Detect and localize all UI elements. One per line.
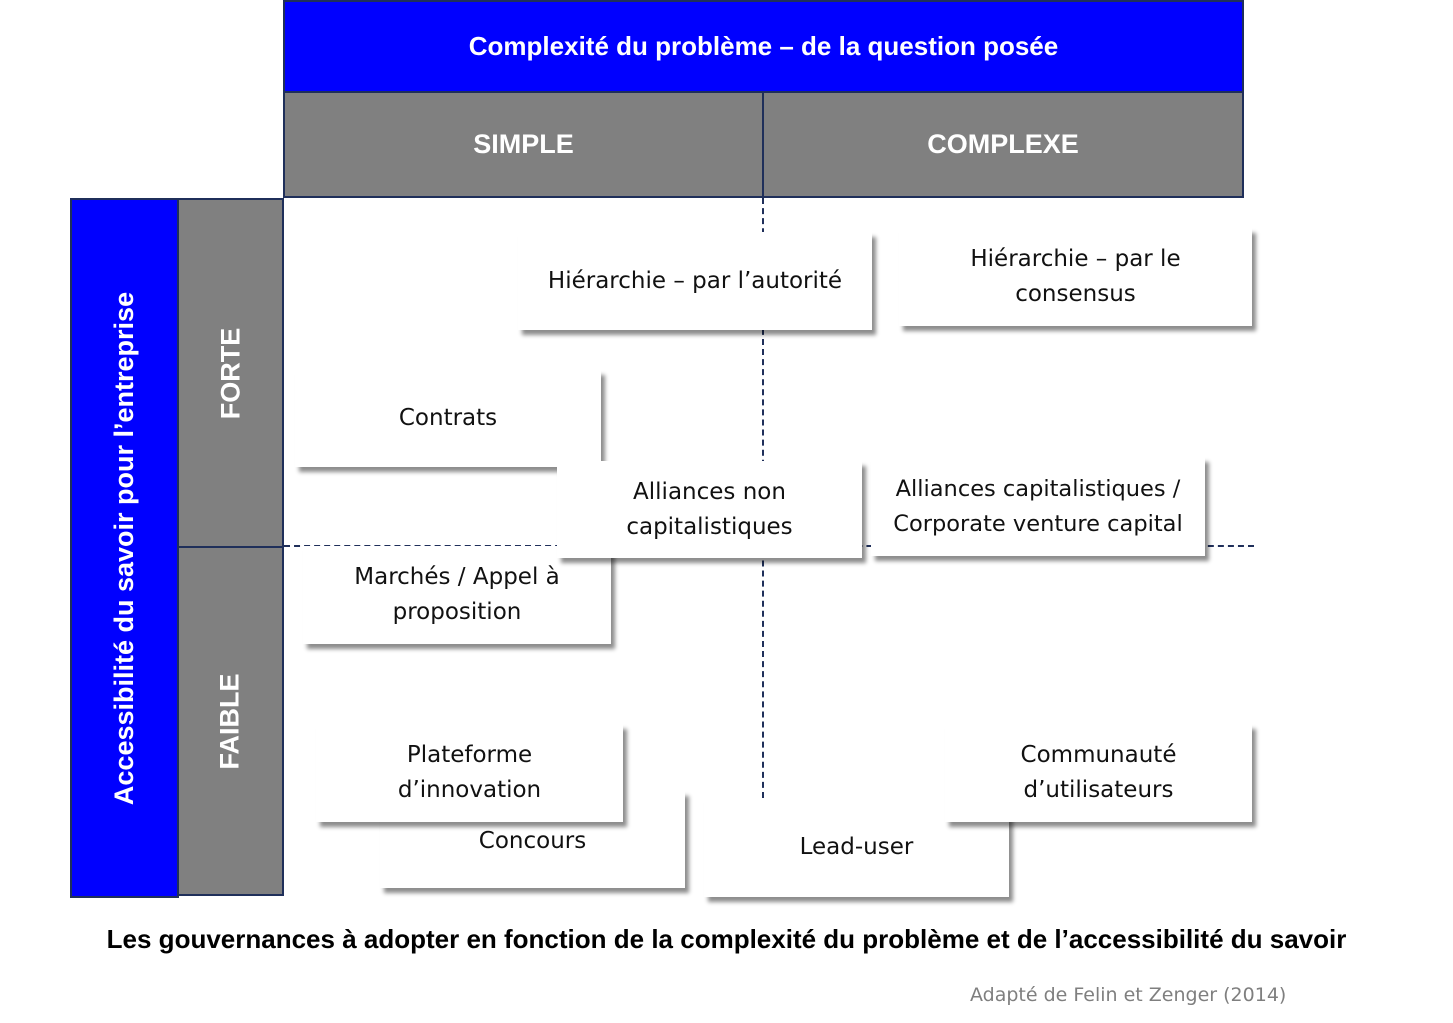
card-alliances-non-capitalistiques: Alliances non capitalistiques [557, 461, 862, 558]
knowledge-accessibility-title: Accessibilité du savoir pour l’entrepris… [109, 291, 140, 805]
row-header-forte: FORTE [177, 198, 284, 548]
card-lead-user-label: Lead-user [799, 834, 914, 860]
figure-source: Adapté de Felin et Zenger (2014) [970, 984, 1287, 1006]
card-alliances-non-capitalistiques-label: Alliances non capitalistiques [626, 478, 793, 540]
card-contrats: Contrats [295, 370, 601, 467]
column-header-complexe: COMPLEXE [762, 91, 1244, 198]
card-alliances-capitalistiques: Alliances capitalistiques / Corporate ve… [871, 457, 1205, 556]
row-header-forte-label: FORTE [215, 327, 245, 419]
card-plateforme-innovation: Plateforme d’innovation [316, 724, 623, 822]
card-marches-label: Marchés / Appel à proposition [354, 564, 560, 625]
problem-complexity-header: Complexité du problème – de la question … [283, 0, 1244, 93]
figure-caption: Les gouvernances à adopter en fonction d… [106, 924, 1347, 954]
column-header-complexe-label: COMPLEXE [927, 129, 1079, 159]
card-communaute-utilisateurs: Communauté d’utilisateurs [945, 724, 1252, 822]
card-hierarchie-consensus: Hiérarchie – par le consensus [899, 228, 1252, 326]
column-header-simple-label: SIMPLE [473, 129, 574, 159]
row-header-faible: FAIBLE [177, 546, 284, 896]
card-contrats-label: Contrats [398, 405, 498, 431]
row-header-faible-label: FAIBLE [214, 672, 245, 770]
card-communaute-utilisateurs-label: Communauté d’utilisateurs [1020, 742, 1177, 803]
card-hierarchie-autorite: Hiérarchie – par l’autorité [518, 232, 872, 330]
card-alliances-capitalistiques-label: Alliances capitalistiques / Corporate ve… [893, 475, 1183, 537]
card-plateforme-innovation-label: Plateforme d’innovation [397, 742, 542, 803]
knowledge-accessibility-header: Accessibilité du savoir pour l’entrepris… [70, 198, 179, 898]
card-hierarchie-autorite-label: Hiérarchie – par l’autorité [547, 267, 843, 294]
column-header-simple: SIMPLE [283, 91, 764, 198]
card-concours-label: Concours [478, 828, 587, 854]
problem-complexity-title: Complexité du problème – de la question … [468, 31, 1059, 61]
card-hierarchie-consensus-label: Hiérarchie – par le consensus [970, 246, 1181, 307]
card-marches: Marchés / Appel à proposition [303, 546, 611, 644]
